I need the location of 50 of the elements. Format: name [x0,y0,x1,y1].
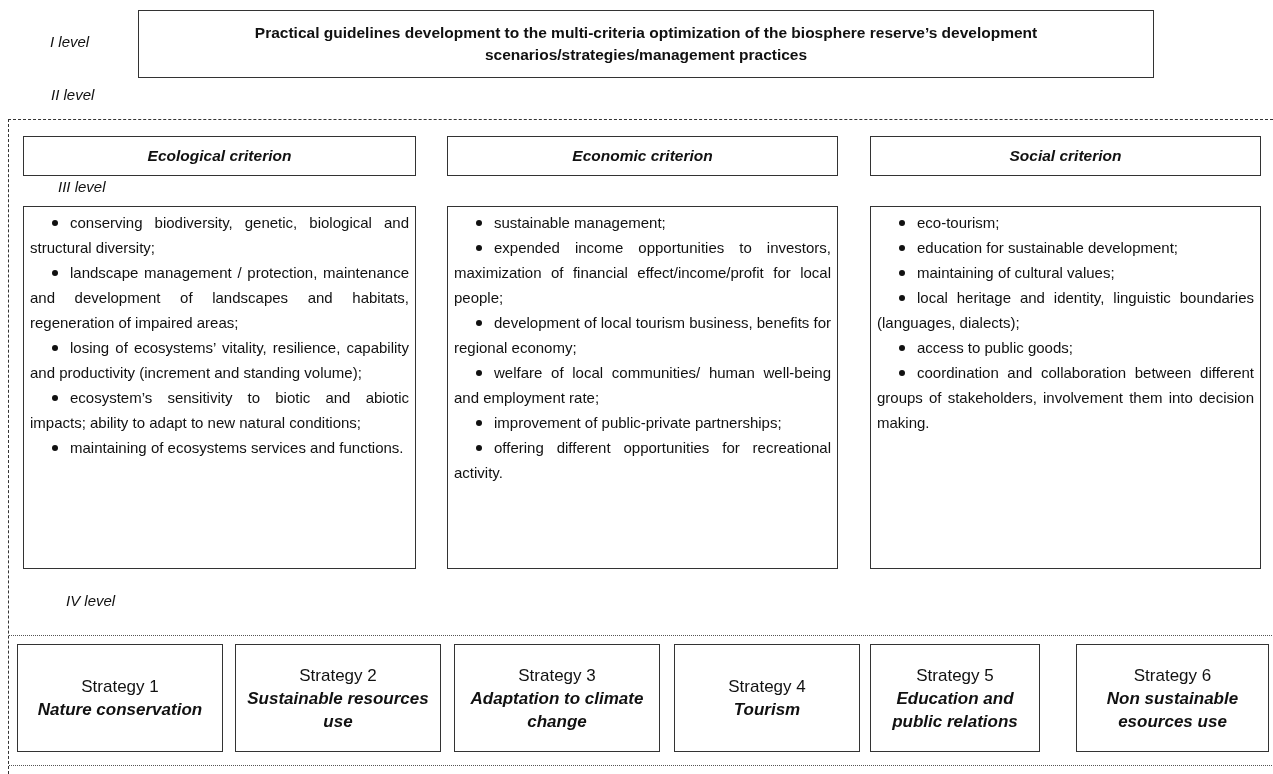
level-label: IV level [66,592,116,609]
strategy-box [674,644,860,752]
bullet-item: access to public goods; [877,335,1254,360]
bullet-item: coordination and collaboration between different groups of stakeholders, involvement them into decision making. [877,360,1254,435]
bullet-item: ecosystem’s sensitivity to biotic and abiotic impacts; ability to adapt to new natural conditions; [30,385,409,435]
title-box [138,10,1154,78]
bullet-item: expended income opportunities to investors, maximization of financial effect/income/profit for local people; [454,235,831,310]
strategy-box [235,644,441,752]
criterion-header [23,136,416,176]
header-text: Ecological criterion [147,147,292,165]
header-text: Social criterion [1009,147,1122,165]
criterion-header [447,136,838,176]
level-label: III level [58,178,106,195]
criteria-list-box [23,206,416,569]
bullet-item: losing of ecosystems’ vitality, resilience, capability and productivity (increment and standing volume); [30,335,409,385]
strategy-name: Education and public relations [891,687,1019,733]
criteria-list-box [870,206,1261,569]
header-text: Economic criterion [572,147,713,165]
strategy-number: Strategy 3 [518,664,596,687]
bullet-item: maintaining of cultural values; [877,260,1254,285]
bullet-item: conserving biodiversity, genetic, biological and structural diversity; [30,210,409,260]
bullet-item: improvement of public-private partnerships; [454,410,831,435]
strategy-name: Sustainable resources use [246,687,430,733]
strategy-number: Strategy 2 [299,664,377,687]
criterion-header [870,136,1261,176]
title-text: Practical guidelines development to the multi-criteria optimization of the biosphere reserve’s development scenarios/strategies/management practices [253,23,1039,65]
strategy-name: Tourism [733,699,801,721]
criteria-list-box [447,206,838,569]
strategy-box [1076,644,1269,752]
strategy-box [454,644,660,752]
bullet-item: local heritage and identity, linguistic boundaries (languages, dialects); [877,285,1254,335]
bullet-item: sustainable management; [454,210,831,235]
strategy-name: Non sustainable esources use [1105,687,1240,733]
level-label: I level [50,33,90,50]
strategy-number: Strategy 6 [1133,664,1212,687]
bullet-item: offering different opportunities for recreational activity. [454,435,831,485]
strategy-name: Adaptation to climate change [469,687,645,733]
strategy-box [870,644,1040,752]
bullet-item: development of local tourism business, benefits for regional economy; [454,310,831,360]
bullet-item: welfare of local communities/ human well-being and employment rate; [454,360,831,410]
strategy-box [17,644,223,752]
bullet-item: eco-tourism; [877,210,1254,235]
strategy-number: Strategy 1 [81,676,159,698]
bullet-item: education for sustainable development; [877,235,1254,260]
bullet-item: maintaining of ecosystems services and functions. [30,435,409,460]
strategy-number: Strategy 4 [728,676,806,698]
strategy-number: Strategy 5 [916,664,994,687]
level-label: II level [51,86,95,103]
bullet-item: landscape management / protection, maintenance and development of landscapes and habitats, regeneration of impaired areas; [30,260,409,335]
strategy-name: Nature conservation [37,699,203,721]
